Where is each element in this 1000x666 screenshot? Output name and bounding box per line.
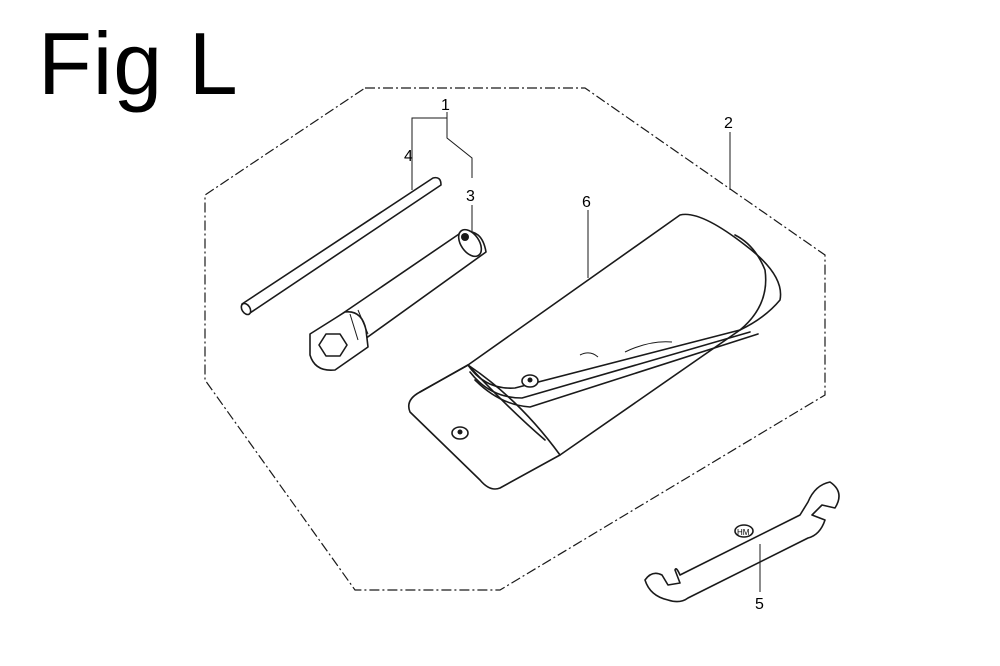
figure-title: Fig L (38, 14, 239, 113)
open-end-wrench-icon: HM (644, 481, 840, 603)
handle-bar-icon (240, 176, 442, 316)
tool-bag-icon (407, 213, 782, 490)
callout-5: 5 (755, 596, 764, 613)
spark-plug-wrench-icon (309, 228, 487, 372)
callout-6: 6 (582, 194, 591, 211)
group-1-bracket (411, 117, 473, 178)
tool-kit-group-outline (204, 87, 826, 591)
svg-text:HM: HM (737, 528, 750, 537)
callout-4: 4 (404, 148, 413, 165)
callout-2: 2 (724, 115, 733, 132)
callout-3: 3 (466, 188, 475, 205)
callout-1: 1 (441, 97, 450, 114)
